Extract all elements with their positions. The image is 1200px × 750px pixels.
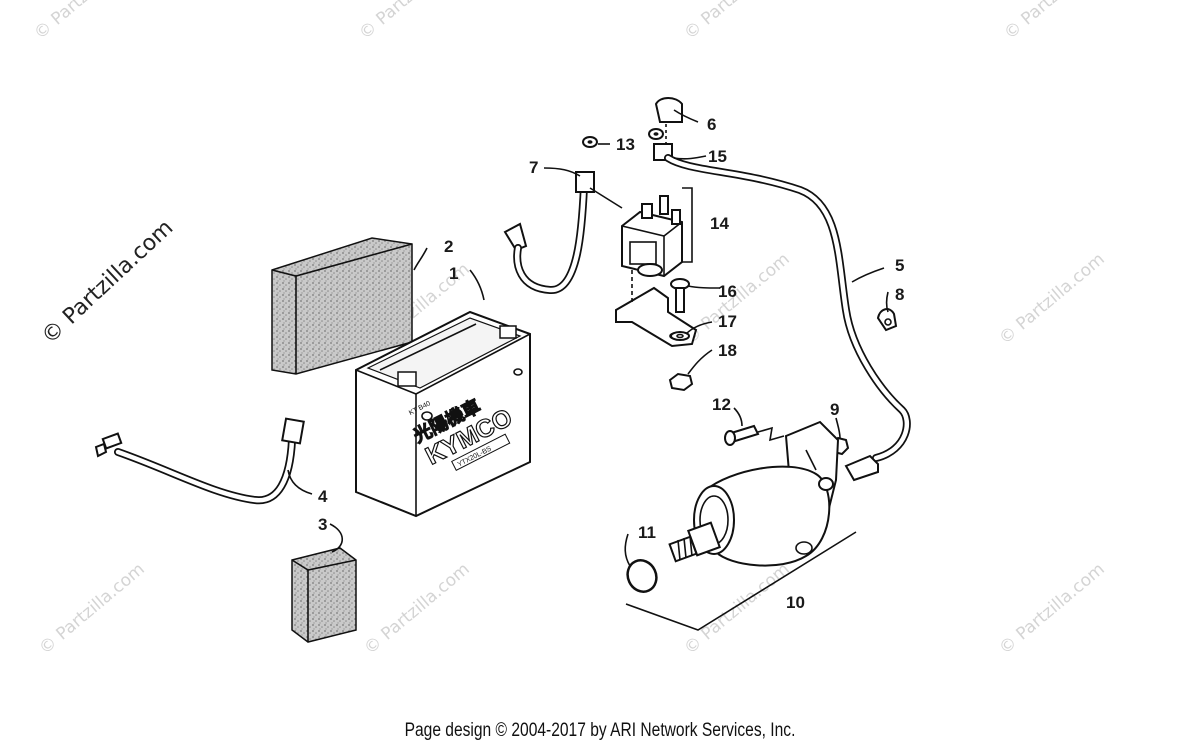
starter-motor: [668, 420, 840, 567]
bolt-16: [670, 278, 690, 313]
watermark-main: © Partzilla.com: [37, 215, 178, 349]
negative-cable: [94, 417, 305, 505]
watermark: © Partzilla.com: [35, 559, 148, 659]
callout-10: 10: [786, 593, 805, 612]
callout-10-bracket: [625, 531, 857, 631]
callout-6: 6: [707, 115, 716, 134]
watermark: © Partzilla.com: [30, 0, 143, 44]
callout-1: 1: [449, 264, 458, 283]
callout-18: 18: [718, 341, 737, 360]
watermark-grid: © Partzilla.com © Partzilla.com © Partzi…: [30, 0, 1113, 659]
watermark: © Partzilla.com: [680, 249, 793, 349]
watermark: © Partzilla.com: [995, 559, 1108, 659]
starter-relay: [621, 187, 693, 278]
battery: KT B40 光陽機車 KYMCO YTX20L-BS: [355, 310, 531, 518]
bolts-12: [724, 424, 785, 446]
callout-13: 13: [616, 135, 635, 154]
callout-7: 7: [529, 158, 538, 177]
callout-5: 5: [895, 256, 904, 275]
callout-4: 4: [318, 487, 328, 506]
watermark: © Partzilla.com: [995, 249, 1108, 349]
footer-copyright: Page design © 2004-2017 by ARI Network S…: [404, 720, 796, 741]
cable-clamp: [876, 308, 898, 332]
leader-lines: [287, 109, 889, 567]
positive-cable: [503, 171, 623, 294]
nuts-13: [582, 128, 664, 148]
watermark: © Partzilla.com: [680, 0, 793, 44]
watermark: © Partzilla.com: [355, 0, 468, 44]
washer-17: [670, 331, 690, 341]
callout-17: 17: [718, 312, 737, 331]
callout-15: 15: [708, 147, 727, 166]
foam-block-bottom: [291, 547, 357, 643]
callout-3: 3: [318, 515, 327, 534]
o-ring: [626, 559, 658, 593]
watermark: © Partzilla.com: [360, 559, 473, 659]
terminal-cap: [654, 97, 683, 144]
callout-8: 8: [895, 285, 904, 304]
callout-12: 12: [712, 395, 731, 414]
callout-16: 16: [718, 282, 737, 301]
callout-numbers: 1 2 3 4 5 6 7 8 9 10 11 12 13 14 15 16 1…: [318, 115, 904, 612]
callout-14: 14: [710, 214, 729, 233]
starter-cable: [653, 143, 911, 482]
watermark: © Partzilla.com: [1000, 0, 1113, 44]
callout-9: 9: [830, 400, 839, 419]
watermark: © Partzilla.com: [680, 559, 793, 659]
nut-18: [668, 372, 694, 392]
callout-11: 11: [638, 523, 656, 542]
callout-2: 2: [444, 237, 453, 256]
